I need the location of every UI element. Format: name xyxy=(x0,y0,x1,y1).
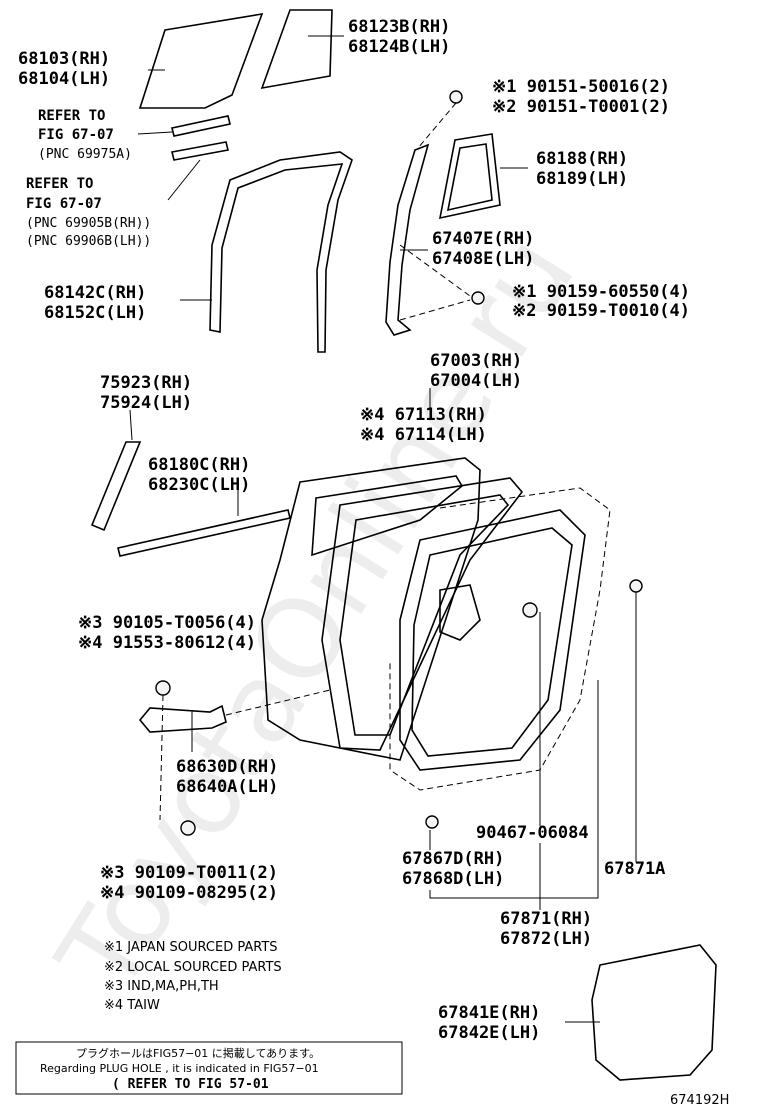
figure-code: 674192H xyxy=(670,1093,729,1108)
label-screw1-a: ※1 90151-50016(2) xyxy=(492,77,670,97)
label-belt-lh: 68230C(LH) xyxy=(148,475,250,495)
door-check-drawing xyxy=(138,704,227,733)
label-service-rh: 67841E(RH) xyxy=(438,1003,540,1023)
label-run-lh: 68152C(LH) xyxy=(44,303,146,323)
label-weatherstrip-lh: 67872(LH) xyxy=(500,929,592,949)
label-refer2-line1: REFER TO xyxy=(26,176,93,192)
label-refer1-line2: FIG 67-07 xyxy=(38,127,114,143)
note-3: ※3 IND,MA,PH,TH xyxy=(104,979,219,994)
label-refer2-line3: (PNC 69905B(RH)) xyxy=(26,216,151,231)
label-bolt3-a: ※3 90109-T0011(2) xyxy=(100,863,278,883)
label-clip2-rh: 67867D(RH) xyxy=(402,849,504,869)
label-bolt2-a: ※3 90105-T0056(4) xyxy=(78,613,256,633)
channel-drawing xyxy=(385,143,430,336)
label-glass-lh: 68104(LH) xyxy=(18,69,110,89)
door-inner-drawing xyxy=(399,509,586,771)
note-1: ※1 JAPAN SOURCED PARTS xyxy=(104,940,278,955)
clip-drawing-2 xyxy=(522,602,538,618)
label-clip2-lh: 67868D(LH) xyxy=(402,869,504,889)
label-panel-rh: 67003(RH) xyxy=(430,351,522,371)
label-weatherstrip-rh: 67871(RH) xyxy=(500,909,592,929)
belt-moulding-drawing xyxy=(117,509,291,557)
clip-drawing xyxy=(629,579,643,593)
garnish-drawing xyxy=(90,441,142,532)
note-2: ※2 LOCAL SOURCED PARTS xyxy=(104,960,282,975)
box-line-1: プラグホールはFIG57−01 に掲載してあります。 xyxy=(76,1046,320,1060)
service-cover-drawing xyxy=(591,944,717,1081)
label-bolt2-b: ※4 91553-80612(4) xyxy=(78,633,256,653)
glass-run-drawing xyxy=(209,151,353,353)
belt-moulding-piece xyxy=(171,115,231,137)
label-run-rh: 68142C(RH) xyxy=(44,283,146,303)
weatherstrip-outline xyxy=(389,487,611,791)
label-clip: 90467-06084 xyxy=(476,823,589,843)
label-check-rh: 68630D(RH) xyxy=(176,757,278,777)
label-garnish-rh: 75923(RH) xyxy=(100,373,192,393)
label-quarter-glass-lh: 68124B(LH) xyxy=(348,37,450,57)
label-refer2-line4: (PNC 69906B(LH)) xyxy=(26,234,151,249)
reference-box xyxy=(15,1041,403,1095)
label-panel-lh: 67004(LH) xyxy=(430,371,522,391)
label-bolt-b: ※2 90159-T0010(4) xyxy=(512,301,690,321)
label-refer1-line1: REFER TO xyxy=(38,108,105,124)
bolt3-drawing xyxy=(180,820,196,836)
note-4: ※4 TAIW xyxy=(104,998,160,1013)
bolt-drawing xyxy=(471,291,485,305)
label-seal-rh: 68188(RH) xyxy=(536,149,628,169)
label-glass-rh: 68103(RH) xyxy=(18,49,110,69)
box-line-3: ( REFER TO FIG 57-01 xyxy=(112,1077,269,1092)
door-glass-drawing xyxy=(138,12,264,109)
label-refer2-line2: FIG 67-07 xyxy=(26,196,102,212)
label-refer1-line3: (PNC 69975A) xyxy=(38,147,132,162)
belt-moulding-piece-2 xyxy=(171,141,229,161)
quarter-glass-drawing xyxy=(260,9,333,90)
clip2-drawing xyxy=(425,815,439,829)
door-panel-drawing xyxy=(261,457,524,761)
label-channel-rh: 67407E(RH) xyxy=(432,229,534,249)
label-check-lh: 68640A(LH) xyxy=(176,777,278,797)
label-channel-lh: 67408E(LH) xyxy=(432,249,534,269)
label-screw1-b: ※2 90151-T0001(2) xyxy=(492,97,670,117)
label-seal-lh: 68189(LH) xyxy=(536,169,628,189)
label-weather-rh: ※4 67113(RH) xyxy=(360,405,487,425)
label-belt-rh: 68180C(RH) xyxy=(148,455,250,475)
label-quarter-glass-rh: 68123B(RH) xyxy=(348,17,450,37)
label-service-lh: 67842E(LH) xyxy=(438,1023,540,1043)
label-bolt3-b: ※4 90109-08295(2) xyxy=(100,883,278,903)
label-bolt-a: ※1 90159-60550(4) xyxy=(512,282,690,302)
bolt2-drawing xyxy=(155,680,171,696)
box-line-2: Regarding PLUG HOLE , it is indicated in… xyxy=(40,1062,319,1075)
label-weather-lh: ※4 67114(LH) xyxy=(360,425,487,445)
screw-drawing xyxy=(449,90,463,104)
quarter-seal-drawing xyxy=(438,133,501,220)
label-garnish-lh: 75924(LH) xyxy=(100,393,192,413)
label-seal2: 67871A xyxy=(604,859,665,879)
